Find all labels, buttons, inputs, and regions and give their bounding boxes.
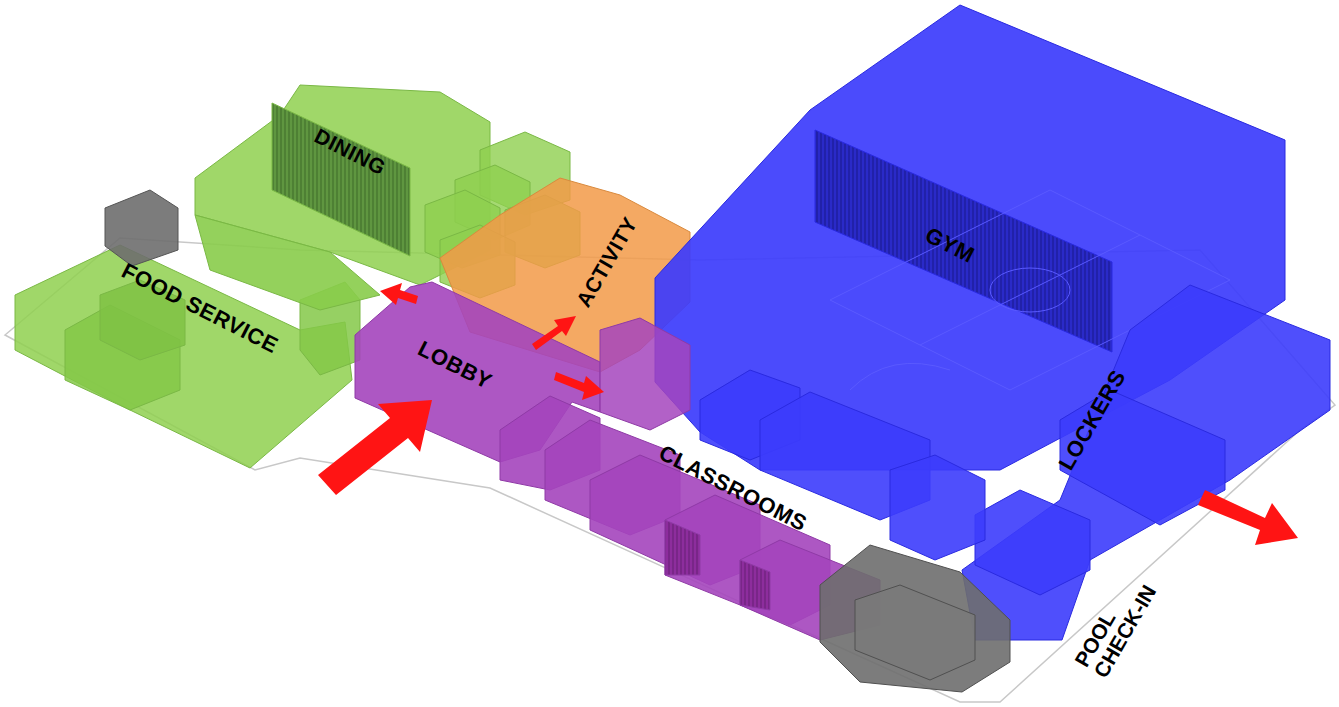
service-core (105, 190, 178, 266)
circulation-arrows (318, 283, 1298, 545)
pool-check-in-mass (820, 545, 1010, 692)
